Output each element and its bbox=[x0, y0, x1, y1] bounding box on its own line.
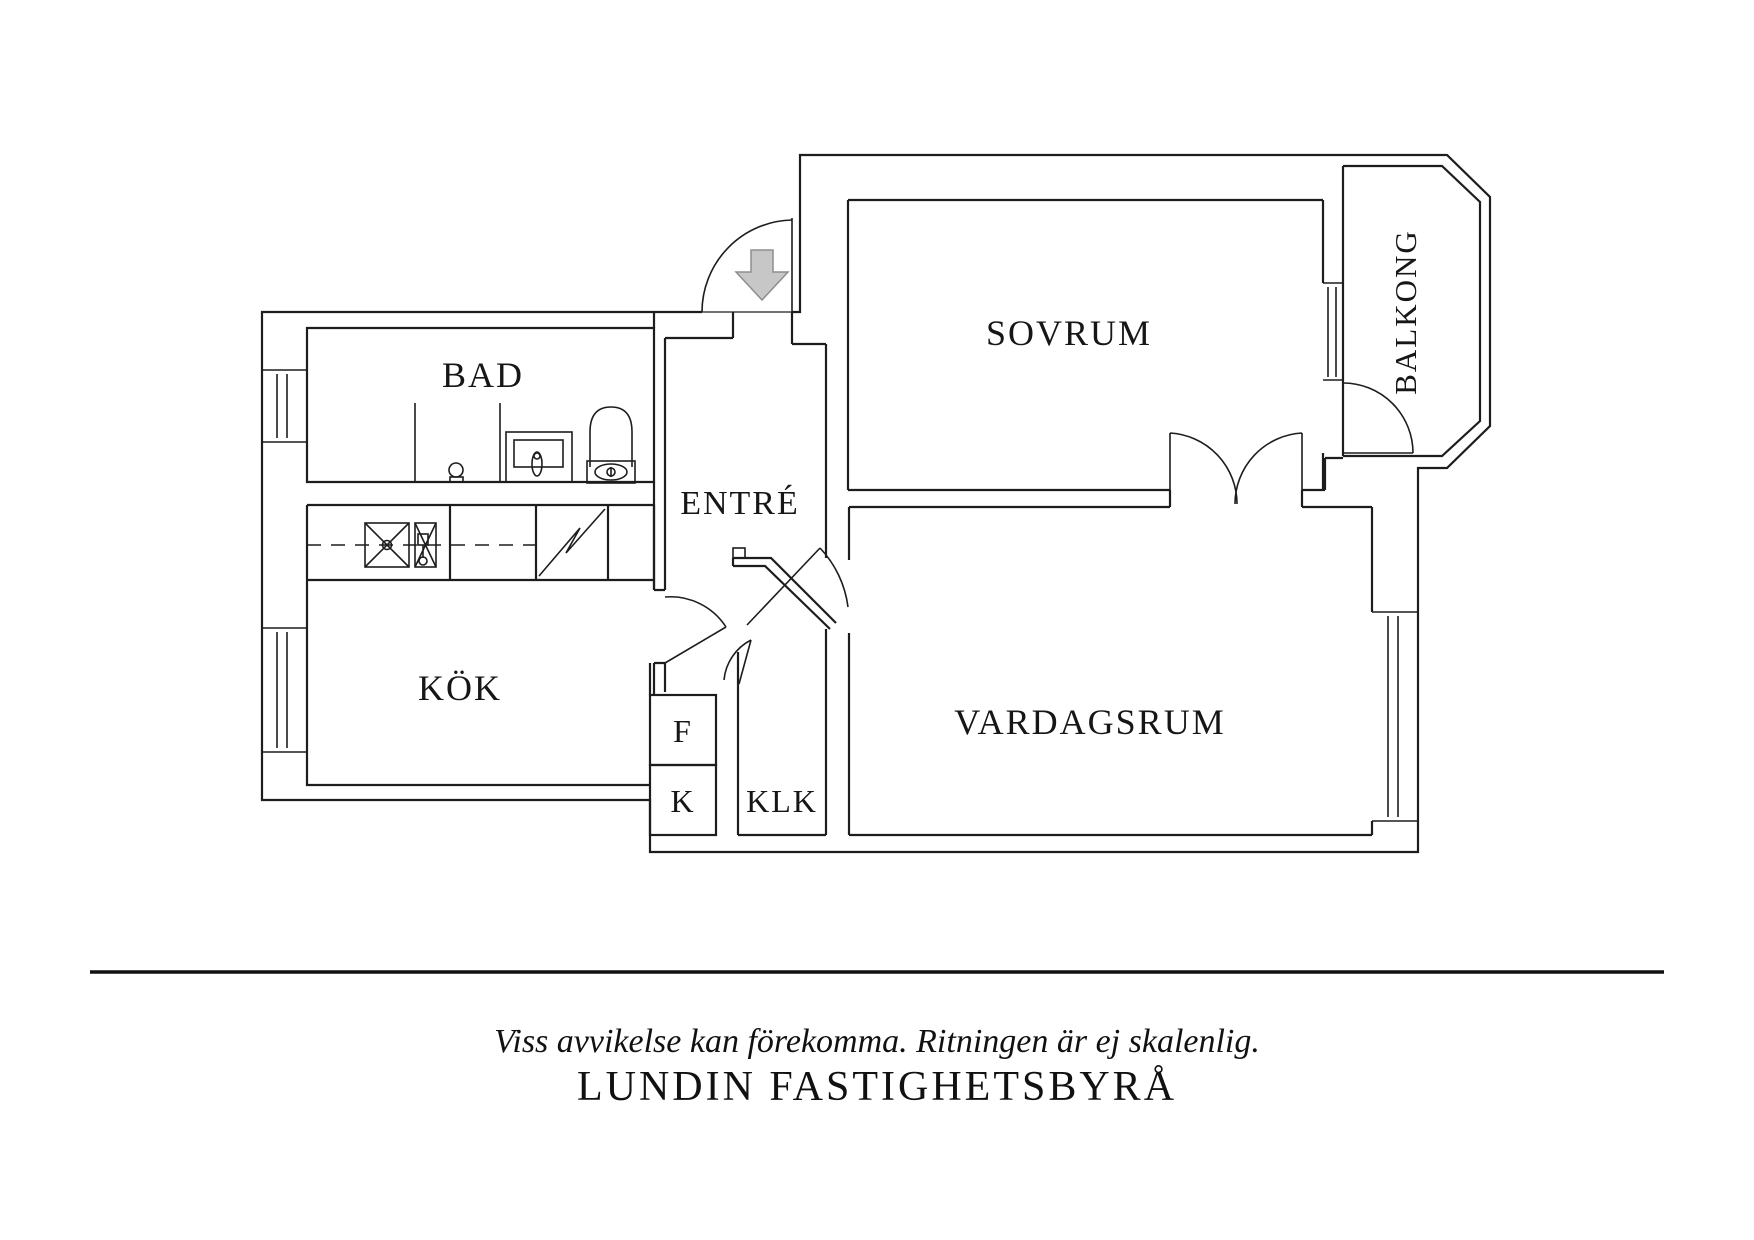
window-vardagsrum bbox=[1372, 611, 1418, 822]
entrance-arrow-icon bbox=[734, 249, 790, 302]
toilet-icon bbox=[586, 406, 636, 484]
room-bad: BAD bbox=[305, 312, 735, 695]
counter-sink-icon bbox=[414, 522, 437, 568]
cabinet-label-f: F bbox=[673, 713, 693, 749]
room-kok: KÖK bbox=[305, 505, 656, 787]
window-kok bbox=[262, 627, 307, 753]
balcony-door-swing bbox=[1342, 382, 1414, 454]
klk-door-swing bbox=[723, 639, 752, 681]
room-vardagsrum: VARDAGSRUM bbox=[847, 505, 1374, 837]
klk-door-leaf bbox=[738, 639, 752, 685]
stove-icon bbox=[364, 522, 410, 568]
shower-partitions bbox=[414, 403, 501, 482]
drain-icon bbox=[448, 462, 464, 483]
room-label-balkong: BALKONG bbox=[1388, 229, 1423, 395]
room-sovrum: SOVRUM bbox=[846, 198, 1343, 507]
footer-brand: LUNDIN FASTIGHETSBYRÅ bbox=[577, 1064, 1177, 1110]
vardagsrum-door-leaf bbox=[746, 547, 821, 626]
sink-icon bbox=[505, 431, 573, 483]
room-label-sovrum: SOVRUM bbox=[986, 313, 1152, 353]
entrance-door-swing bbox=[701, 219, 793, 313]
vardagsrum-door-swing bbox=[819, 547, 849, 608]
balkong: BALKONG bbox=[1341, 164, 1482, 458]
window-bad bbox=[262, 369, 307, 443]
window-sovrum bbox=[1323, 282, 1343, 381]
room-label-bad: BAD bbox=[442, 355, 524, 395]
freezer-box bbox=[648, 763, 718, 837]
outer-walls bbox=[260, 153, 1492, 854]
kok-door bbox=[664, 595, 727, 664]
appliance-zigzag-icon bbox=[538, 508, 606, 577]
room-klk: KLK bbox=[736, 629, 828, 837]
room-label-entre: ENTRÉ bbox=[680, 485, 800, 522]
footer: Viss avvikelse kan förekomma. Ritningen … bbox=[90, 970, 1664, 1110]
room-label-kok: KÖK bbox=[418, 668, 502, 708]
entrance: ENTRÉ bbox=[680, 218, 828, 558]
double-doors bbox=[1169, 432, 1303, 505]
room-label-vardagsrum: VARDAGSRUM bbox=[954, 702, 1225, 742]
cabinet-fk: F K bbox=[648, 693, 718, 837]
vardagsrum-doorway bbox=[723, 547, 849, 685]
room-label-klk: KLK bbox=[746, 783, 818, 819]
footer-disclaimer: Viss avvikelse kan förekomma. Ritningen … bbox=[494, 1023, 1260, 1060]
cabinet-label-k: K bbox=[670, 783, 695, 819]
